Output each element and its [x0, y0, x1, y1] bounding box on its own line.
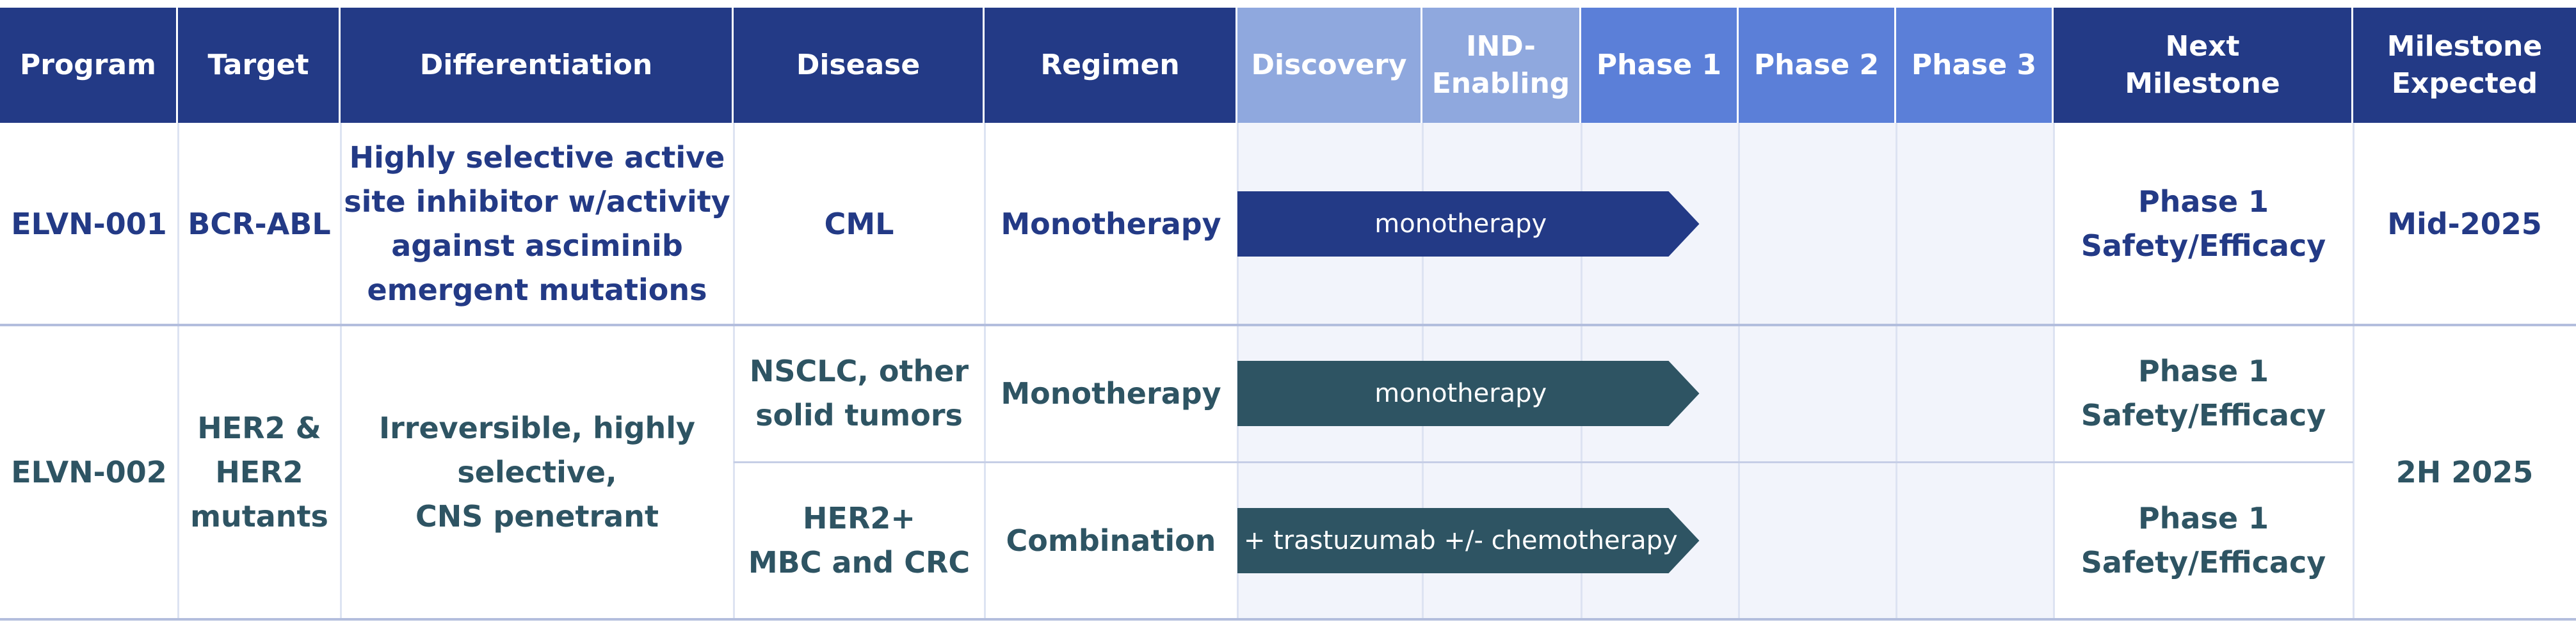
header-phase3: Phase 3 — [1896, 8, 2054, 123]
regimen: Monotherapy — [1001, 206, 1221, 241]
next-milestone: Phase 1 Safety/Efficacy — [2081, 184, 2326, 263]
header-disease: Disease — [734, 8, 985, 123]
column-divider — [1738, 123, 1740, 619]
differentiation: Irreversible, highly selective, CNS pene… — [378, 410, 696, 534]
program-name: ELVN-002 — [11, 454, 167, 489]
milestone-expected: 2H 2025 — [2395, 454, 2534, 489]
target: HER2 & HER2 mutants — [190, 410, 328, 534]
column-divider — [733, 123, 735, 619]
target: BCR-ABL — [188, 206, 331, 241]
column-divider — [1896, 123, 1897, 619]
column-divider — [2353, 123, 2355, 619]
table-bottom-line — [0, 618, 2576, 621]
header-phase2: Phase 2 — [1739, 8, 1896, 123]
column-divider — [177, 123, 179, 619]
progress-bar-arrow — [1237, 508, 1700, 573]
header-expected: Milestone Expected — [2353, 8, 2576, 123]
header-ind: IND- Enabling — [1422, 8, 1581, 123]
column-divider — [2053, 123, 2055, 619]
header-discovery: Discovery — [1237, 8, 1422, 123]
column-divider — [340, 123, 342, 619]
header-next: Next Milestone — [2054, 8, 2353, 123]
header-target: Target — [178, 8, 341, 123]
milestone-expected: Mid-2025 — [2387, 206, 2542, 241]
row-divider — [0, 324, 2576, 326]
next-milestone: Phase 1 Safety/Efficacy — [2081, 501, 2326, 580]
next-milestone: Phase 1 Safety/Efficacy — [2081, 354, 2326, 433]
header-differentiation: Differentiation — [341, 8, 734, 123]
progress-bar-shape — [1237, 191, 1700, 257]
column-divider — [984, 123, 986, 619]
differentiation: Highly selective active site inhibitor w… — [344, 140, 730, 307]
progress-bar-arrow — [1237, 361, 1700, 426]
regimen: Monotherapy — [1001, 376, 1221, 411]
progress-bar-arrow — [1237, 191, 1700, 257]
disease: NSCLC, other solid tumors — [749, 354, 969, 433]
subrow-divider — [734, 461, 2353, 463]
program-name: ELVN-001 — [11, 206, 167, 241]
header-program: Program — [0, 8, 178, 123]
progress-bar-shape — [1237, 361, 1700, 426]
disease: CML — [824, 206, 894, 241]
progress-bar-shape — [1237, 508, 1700, 573]
header-regimen: Regimen — [985, 8, 1237, 123]
disease: HER2+ MBC and CRC — [748, 501, 970, 580]
header-phase1: Phase 1 — [1581, 8, 1739, 123]
regimen: Combination — [1006, 523, 1216, 558]
